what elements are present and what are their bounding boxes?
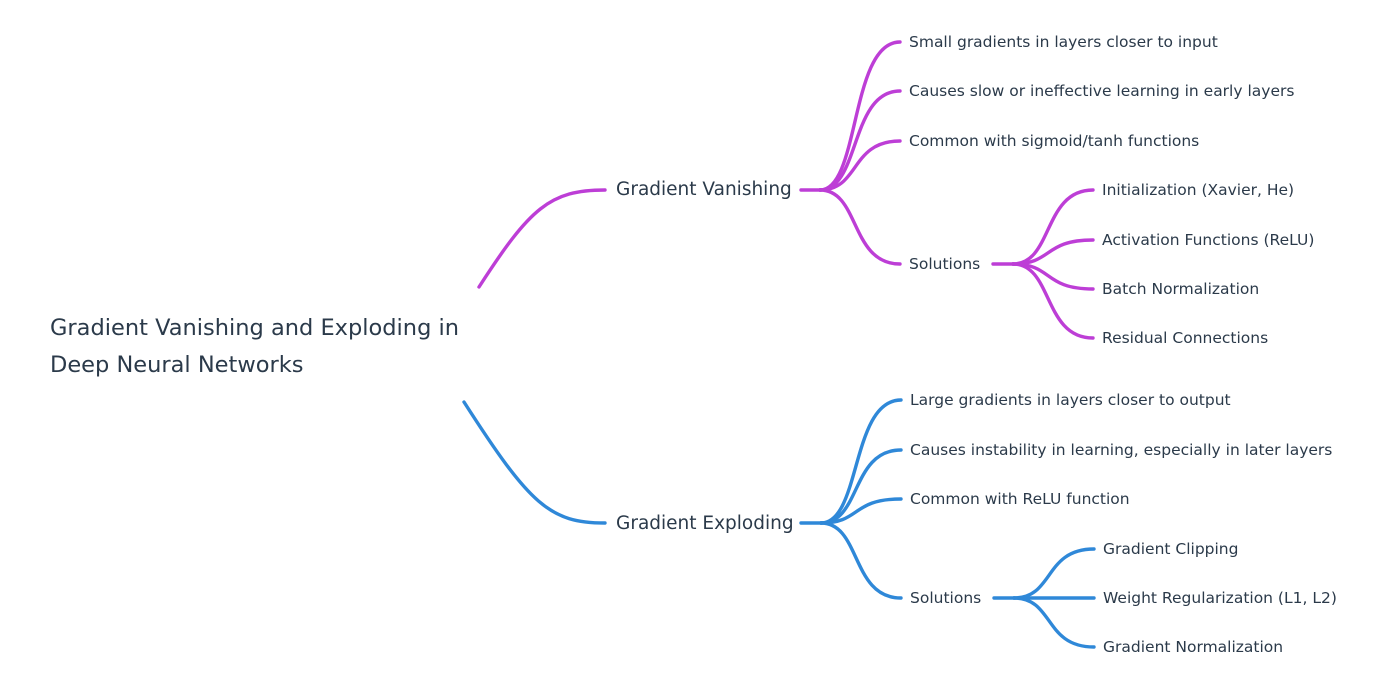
exploding-solution-weight-reg[interactable]: Weight Regularization (L1, L2) — [1103, 589, 1337, 607]
vanishing-solution-residual[interactable]: Residual Connections — [1102, 329, 1269, 347]
link-exploding-solutions — [819, 521, 903, 600]
vanishing-solutions-node[interactable]: Solutions — [909, 255, 981, 273]
link-exploding-sol-1 — [1012, 547, 1096, 600]
root-topic-title[interactable]: Gradient Vanishing and Exploding in Deep… — [50, 315, 460, 378]
link-vanishing-solutions — [818, 188, 902, 266]
vanishing-solution-initialization[interactable]: Initialization (Xavier, He) — [1102, 181, 1295, 199]
link-vanishing-item-1 — [818, 40, 902, 192]
branch-gradient-vanishing[interactable]: Gradient Vanishing — [616, 179, 792, 200]
link-vanishing-sol-1 — [1011, 188, 1095, 266]
exploding-item-relu[interactable]: Common with ReLU function — [910, 490, 1130, 508]
vanishing-item-sigmoid-tanh[interactable]: Common with sigmoid/tanh functions — [909, 132, 1200, 150]
link-exploding-item-3 — [819, 497, 903, 525]
vanishing-solution-activation[interactable]: Activation Functions (ReLU) — [1102, 231, 1315, 249]
link-exploding-item-1 — [819, 398, 903, 525]
link-root-exploding — [462, 400, 607, 525]
exploding-item-large-gradients[interactable]: Large gradients in layers closer to outp… — [910, 391, 1231, 409]
link-root-vanishing — [477, 188, 607, 289]
exploding-solution-normalization[interactable]: Gradient Normalization — [1103, 638, 1284, 656]
link-vanishing-item-2 — [818, 89, 902, 192]
exploding-solution-clipping[interactable]: Gradient Clipping — [1103, 540, 1239, 558]
link-vanishing-item-3 — [818, 139, 902, 192]
branch-gradient-exploding[interactable]: Gradient Exploding — [616, 513, 794, 534]
link-exploding-item-2 — [819, 448, 903, 525]
exploding-solutions-node[interactable]: Solutions — [910, 589, 982, 607]
vanishing-solution-batch-norm[interactable]: Batch Normalization — [1102, 280, 1260, 298]
link-vanishing-sol-4 — [1011, 262, 1095, 340]
exploding-item-instability[interactable]: Causes instability in learning, especial… — [910, 441, 1333, 459]
vanishing-item-small-gradients[interactable]: Small gradients in layers closer to inpu… — [909, 33, 1218, 51]
vanishing-item-slow-learning[interactable]: Causes slow or ineffective learning in e… — [909, 82, 1295, 100]
link-exploding-sol-3 — [1012, 596, 1096, 649]
